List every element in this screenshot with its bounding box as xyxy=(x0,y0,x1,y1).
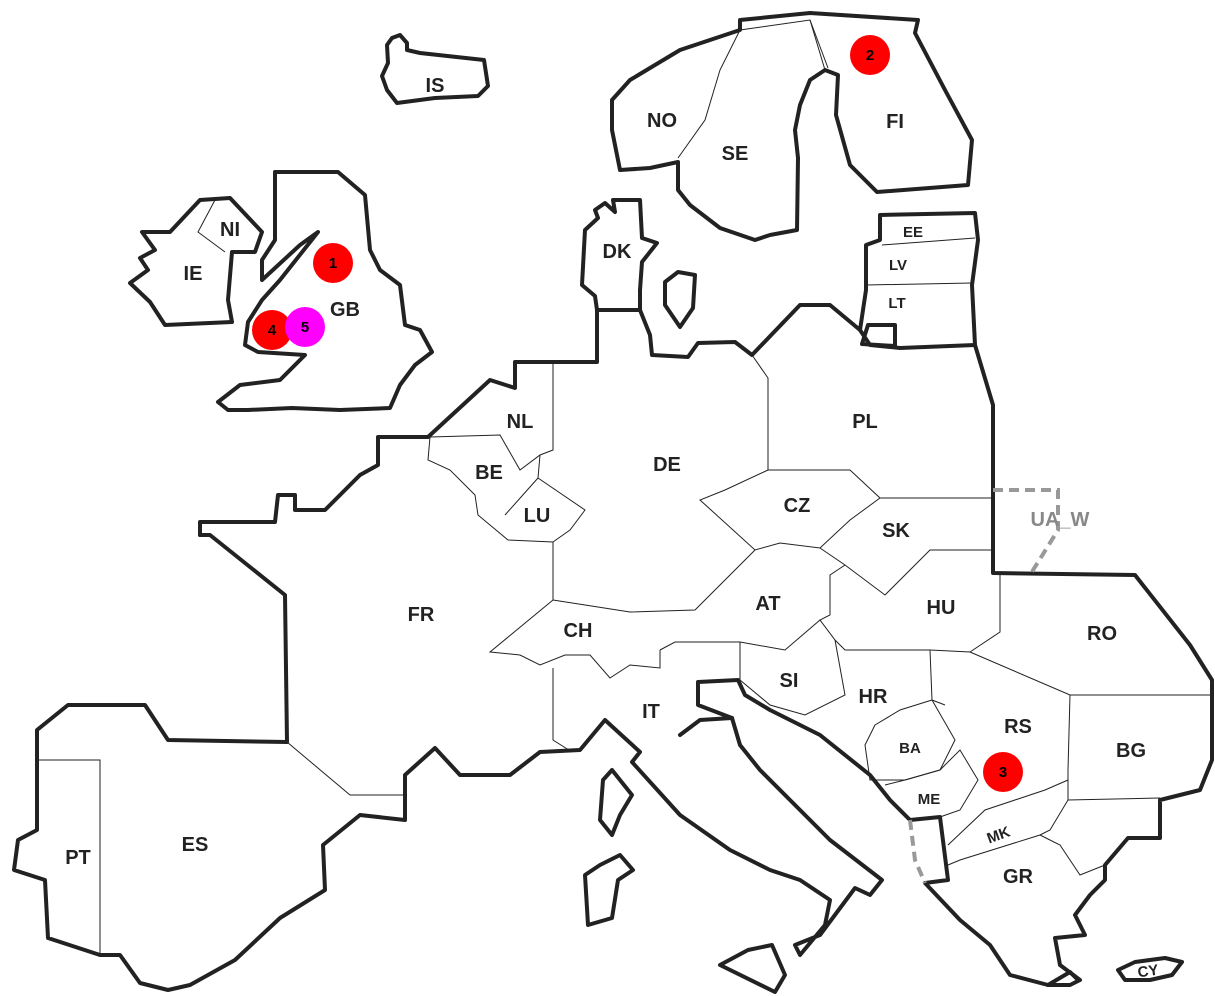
label-fr: FR xyxy=(408,604,435,626)
marker-4-label: 4 xyxy=(268,322,277,339)
label-cy: CY xyxy=(1137,962,1160,982)
markers: 1 2 3 4 5 xyxy=(252,35,1023,792)
border-ee-lv xyxy=(881,237,976,246)
label-pl: PL xyxy=(852,411,878,433)
label-ie: IE xyxy=(184,263,203,285)
label-at: AT xyxy=(755,593,780,615)
label-dk: DK xyxy=(603,241,632,263)
marker-3-dot xyxy=(983,752,1023,792)
marker-5-dot xyxy=(285,307,325,347)
label-ro: RO xyxy=(1087,623,1117,645)
border-lt-pl xyxy=(894,344,976,348)
label-hr: HR xyxy=(859,686,888,708)
border-at-hu xyxy=(819,564,971,653)
label-gb: GB xyxy=(330,299,360,321)
label-bg: BG xyxy=(1116,740,1146,762)
coast-kaliningrad xyxy=(860,323,897,348)
label-se: SE xyxy=(722,143,749,165)
border-rs-bg xyxy=(1067,694,1161,801)
border-ro-rs xyxy=(969,651,1212,696)
label-es: ES xyxy=(182,834,209,856)
label-lt: LT xyxy=(888,295,905,312)
border-hu-ro xyxy=(969,573,1001,653)
border-fr-ch xyxy=(488,599,661,679)
label-me: ME xyxy=(918,791,941,808)
label-sk: SK xyxy=(882,520,910,542)
coastlines xyxy=(12,11,1214,994)
marker-5[interactable]: 5 xyxy=(285,307,325,347)
label-nl: NL xyxy=(507,411,534,433)
border-ch-de xyxy=(552,549,756,613)
border-it-si xyxy=(739,639,846,716)
marker-1-label: 1 xyxy=(329,255,337,272)
marker-1-dot xyxy=(313,243,353,283)
marker-5-label: 5 xyxy=(301,319,309,336)
label-pt: PT xyxy=(65,847,91,869)
label-cz: CZ xyxy=(784,495,811,517)
label-fi: FI xyxy=(886,111,904,133)
coast-italy-heel xyxy=(678,716,734,737)
label-ua-w: UA_W xyxy=(1031,509,1090,531)
border-pt-es xyxy=(37,759,101,955)
marker-2[interactable]: 2 xyxy=(850,35,890,75)
coast-cyprus xyxy=(1116,956,1184,982)
coast-greece-east xyxy=(1046,970,1080,987)
label-it: IT xyxy=(642,701,660,723)
border-ni-ie xyxy=(197,199,226,253)
coast-continent-north xyxy=(12,343,1214,992)
border-be-fr xyxy=(427,436,554,543)
label-lu: LU xyxy=(524,505,551,527)
border-sk-hu xyxy=(819,547,993,596)
border-me xyxy=(884,749,979,818)
coast-great-britain xyxy=(216,170,434,412)
country-labels: IS NO SE FI EE LV LT DK NI IE GB NL BE L… xyxy=(65,75,1159,981)
label-ch: CH xyxy=(564,620,593,642)
coast-iceland xyxy=(380,33,490,105)
coast-continent-northwest xyxy=(198,308,599,537)
coast-zealand xyxy=(663,270,697,329)
label-no: NO xyxy=(647,110,677,132)
label-is: IS xyxy=(426,75,445,97)
label-gr: GR xyxy=(1003,866,1034,888)
coast-scandinavia xyxy=(610,11,974,242)
border-se-fi xyxy=(809,19,826,71)
border-fr-es xyxy=(286,741,405,796)
label-si: SI xyxy=(780,670,799,692)
label-de: DE xyxy=(653,454,681,476)
border-lu xyxy=(537,477,586,543)
border-de-pl xyxy=(751,354,769,470)
label-ee: EE xyxy=(903,224,923,241)
marker-2-dot xyxy=(850,35,890,75)
border-lv-lt xyxy=(865,282,973,286)
border-hr-rs xyxy=(929,649,946,706)
border-gr-bg xyxy=(1039,834,1106,876)
label-be: BE xyxy=(475,462,503,484)
marker-3[interactable]: 3 xyxy=(983,752,1023,792)
marker-4-dot xyxy=(252,310,292,350)
marker-3-label: 3 xyxy=(999,764,1007,781)
marker-4[interactable]: 4 xyxy=(252,310,292,350)
marker-2-label: 2 xyxy=(866,47,874,64)
coast-denmark xyxy=(580,198,659,312)
coast-sardinia xyxy=(583,853,635,927)
coast-sicily xyxy=(718,943,787,994)
label-ba: BA xyxy=(899,740,921,757)
border-nl-de xyxy=(429,362,554,471)
label-mk: MK xyxy=(985,823,1013,847)
marker-1[interactable]: 1 xyxy=(313,243,353,283)
coast-ireland xyxy=(128,196,264,327)
border-cz xyxy=(699,469,881,551)
label-ni: NI xyxy=(220,219,240,241)
label-lv: LV xyxy=(889,257,907,274)
border-me-al xyxy=(908,819,927,884)
coast-germany-poland xyxy=(638,303,862,359)
label-rs: RS xyxy=(1004,716,1032,738)
internal-borders xyxy=(37,19,1212,955)
border-fr-it xyxy=(552,668,573,753)
border-ua-w xyxy=(993,488,1060,577)
coast-corsica xyxy=(598,768,634,837)
label-hu: HU xyxy=(927,597,956,619)
border-mk xyxy=(947,779,1069,866)
